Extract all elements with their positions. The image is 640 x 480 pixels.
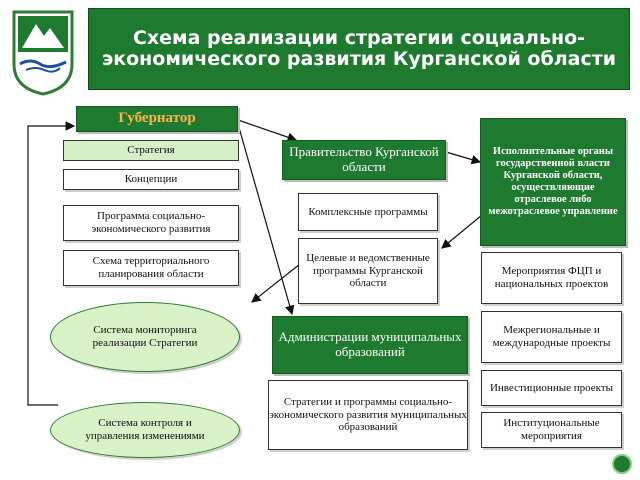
executive-bodies-box: Исполнительные органы государственной вл… [480, 118, 626, 246]
territorial-box: Схема территориального планирования обла… [63, 250, 239, 286]
strategy-box: Стратегия [63, 140, 239, 161]
control-ellipse: Система контроля и управления изменениям… [50, 402, 240, 458]
municipal-admin-box: Администрации муниципальных образований [272, 316, 468, 374]
concepts-box: Концепции [63, 169, 239, 190]
next-slide-button[interactable] [612, 454, 632, 474]
coat-of-arms-logo [12, 10, 74, 96]
investment-box: Инвестиционные проекты [481, 370, 622, 406]
program-box: Программа социально-экономического разви… [63, 205, 239, 241]
monitoring-ellipse: Система мониторинга реализации Стратегии [50, 302, 240, 372]
complex-programs-box: Комплексные программы [298, 193, 438, 231]
government-box: Правительство Курганской области [282, 140, 446, 180]
page-title: Схема реализации стратегии социально-эко… [88, 8, 630, 90]
interregional-box: Межрегиональные и международные проекты [481, 311, 622, 363]
fcp-box: Мероприятия ФЦП и национальных проектов [481, 252, 622, 304]
institutional-box: Институциональные мероприятия [481, 412, 622, 448]
governor-box: Губернатор [76, 106, 238, 132]
municipal-strategies-box: Стратегии и программы социально-экономич… [268, 380, 468, 450]
targeted-programs-box: Целевые и ведомственные программы Курган… [298, 238, 438, 304]
